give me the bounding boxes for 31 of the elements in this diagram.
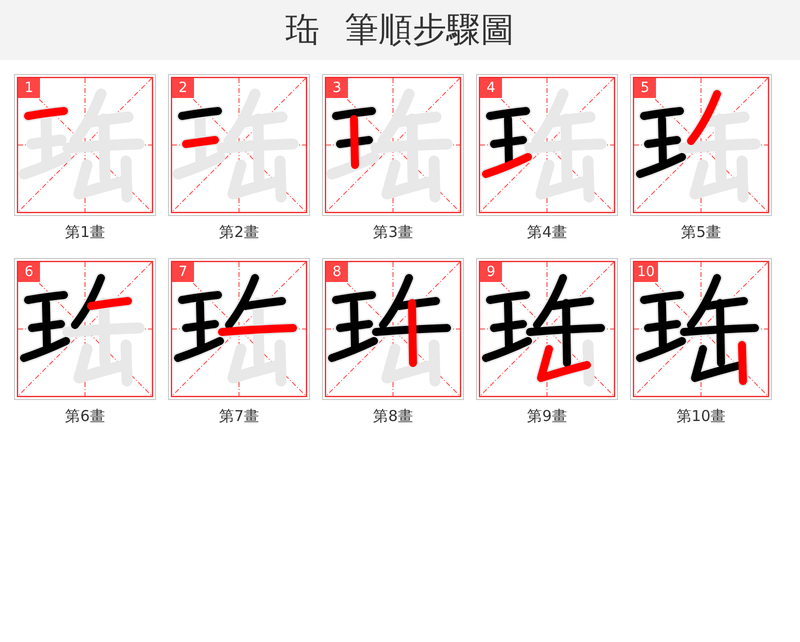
step-number: 6 — [18, 262, 40, 282]
stroke-step-tile — [14, 258, 156, 400]
title: 珤 筆順步驟圖 — [286, 10, 514, 50]
step-number: 1 — [18, 78, 40, 98]
stroke-step-tile — [322, 74, 464, 216]
stroke-step-tile — [476, 74, 618, 216]
step-caption: 第4畫 — [527, 223, 567, 241]
step-number: 7 — [172, 262, 194, 282]
step-caption: 第1畫 — [65, 223, 105, 241]
step-caption: 第7畫 — [219, 407, 259, 425]
step-caption: 第2畫 — [219, 223, 259, 241]
step-number: 5 — [634, 78, 656, 98]
step-number: 9 — [480, 262, 502, 282]
stroke-step-tile — [168, 258, 310, 400]
step-number: 4 — [480, 78, 502, 98]
stroke-step-tile — [168, 74, 310, 216]
stroke-step-tile — [630, 74, 772, 216]
step-caption: 第3畫 — [373, 223, 413, 241]
stroke-step-tile — [476, 258, 618, 400]
step-caption: 第8畫 — [373, 407, 413, 425]
step-number: 2 — [172, 78, 194, 98]
step-caption: 第9畫 — [527, 407, 567, 425]
stroke-step-tile — [630, 258, 772, 400]
step-caption: 第10畫 — [676, 407, 726, 425]
stroke-step-tile — [322, 258, 464, 400]
step-number: 3 — [326, 78, 348, 98]
stroke-step-tile — [14, 74, 156, 216]
step-number: 10 — [634, 262, 658, 282]
step-caption: 第5畫 — [681, 223, 721, 241]
step-caption: 第6畫 — [65, 407, 105, 425]
step-number: 8 — [326, 262, 348, 282]
